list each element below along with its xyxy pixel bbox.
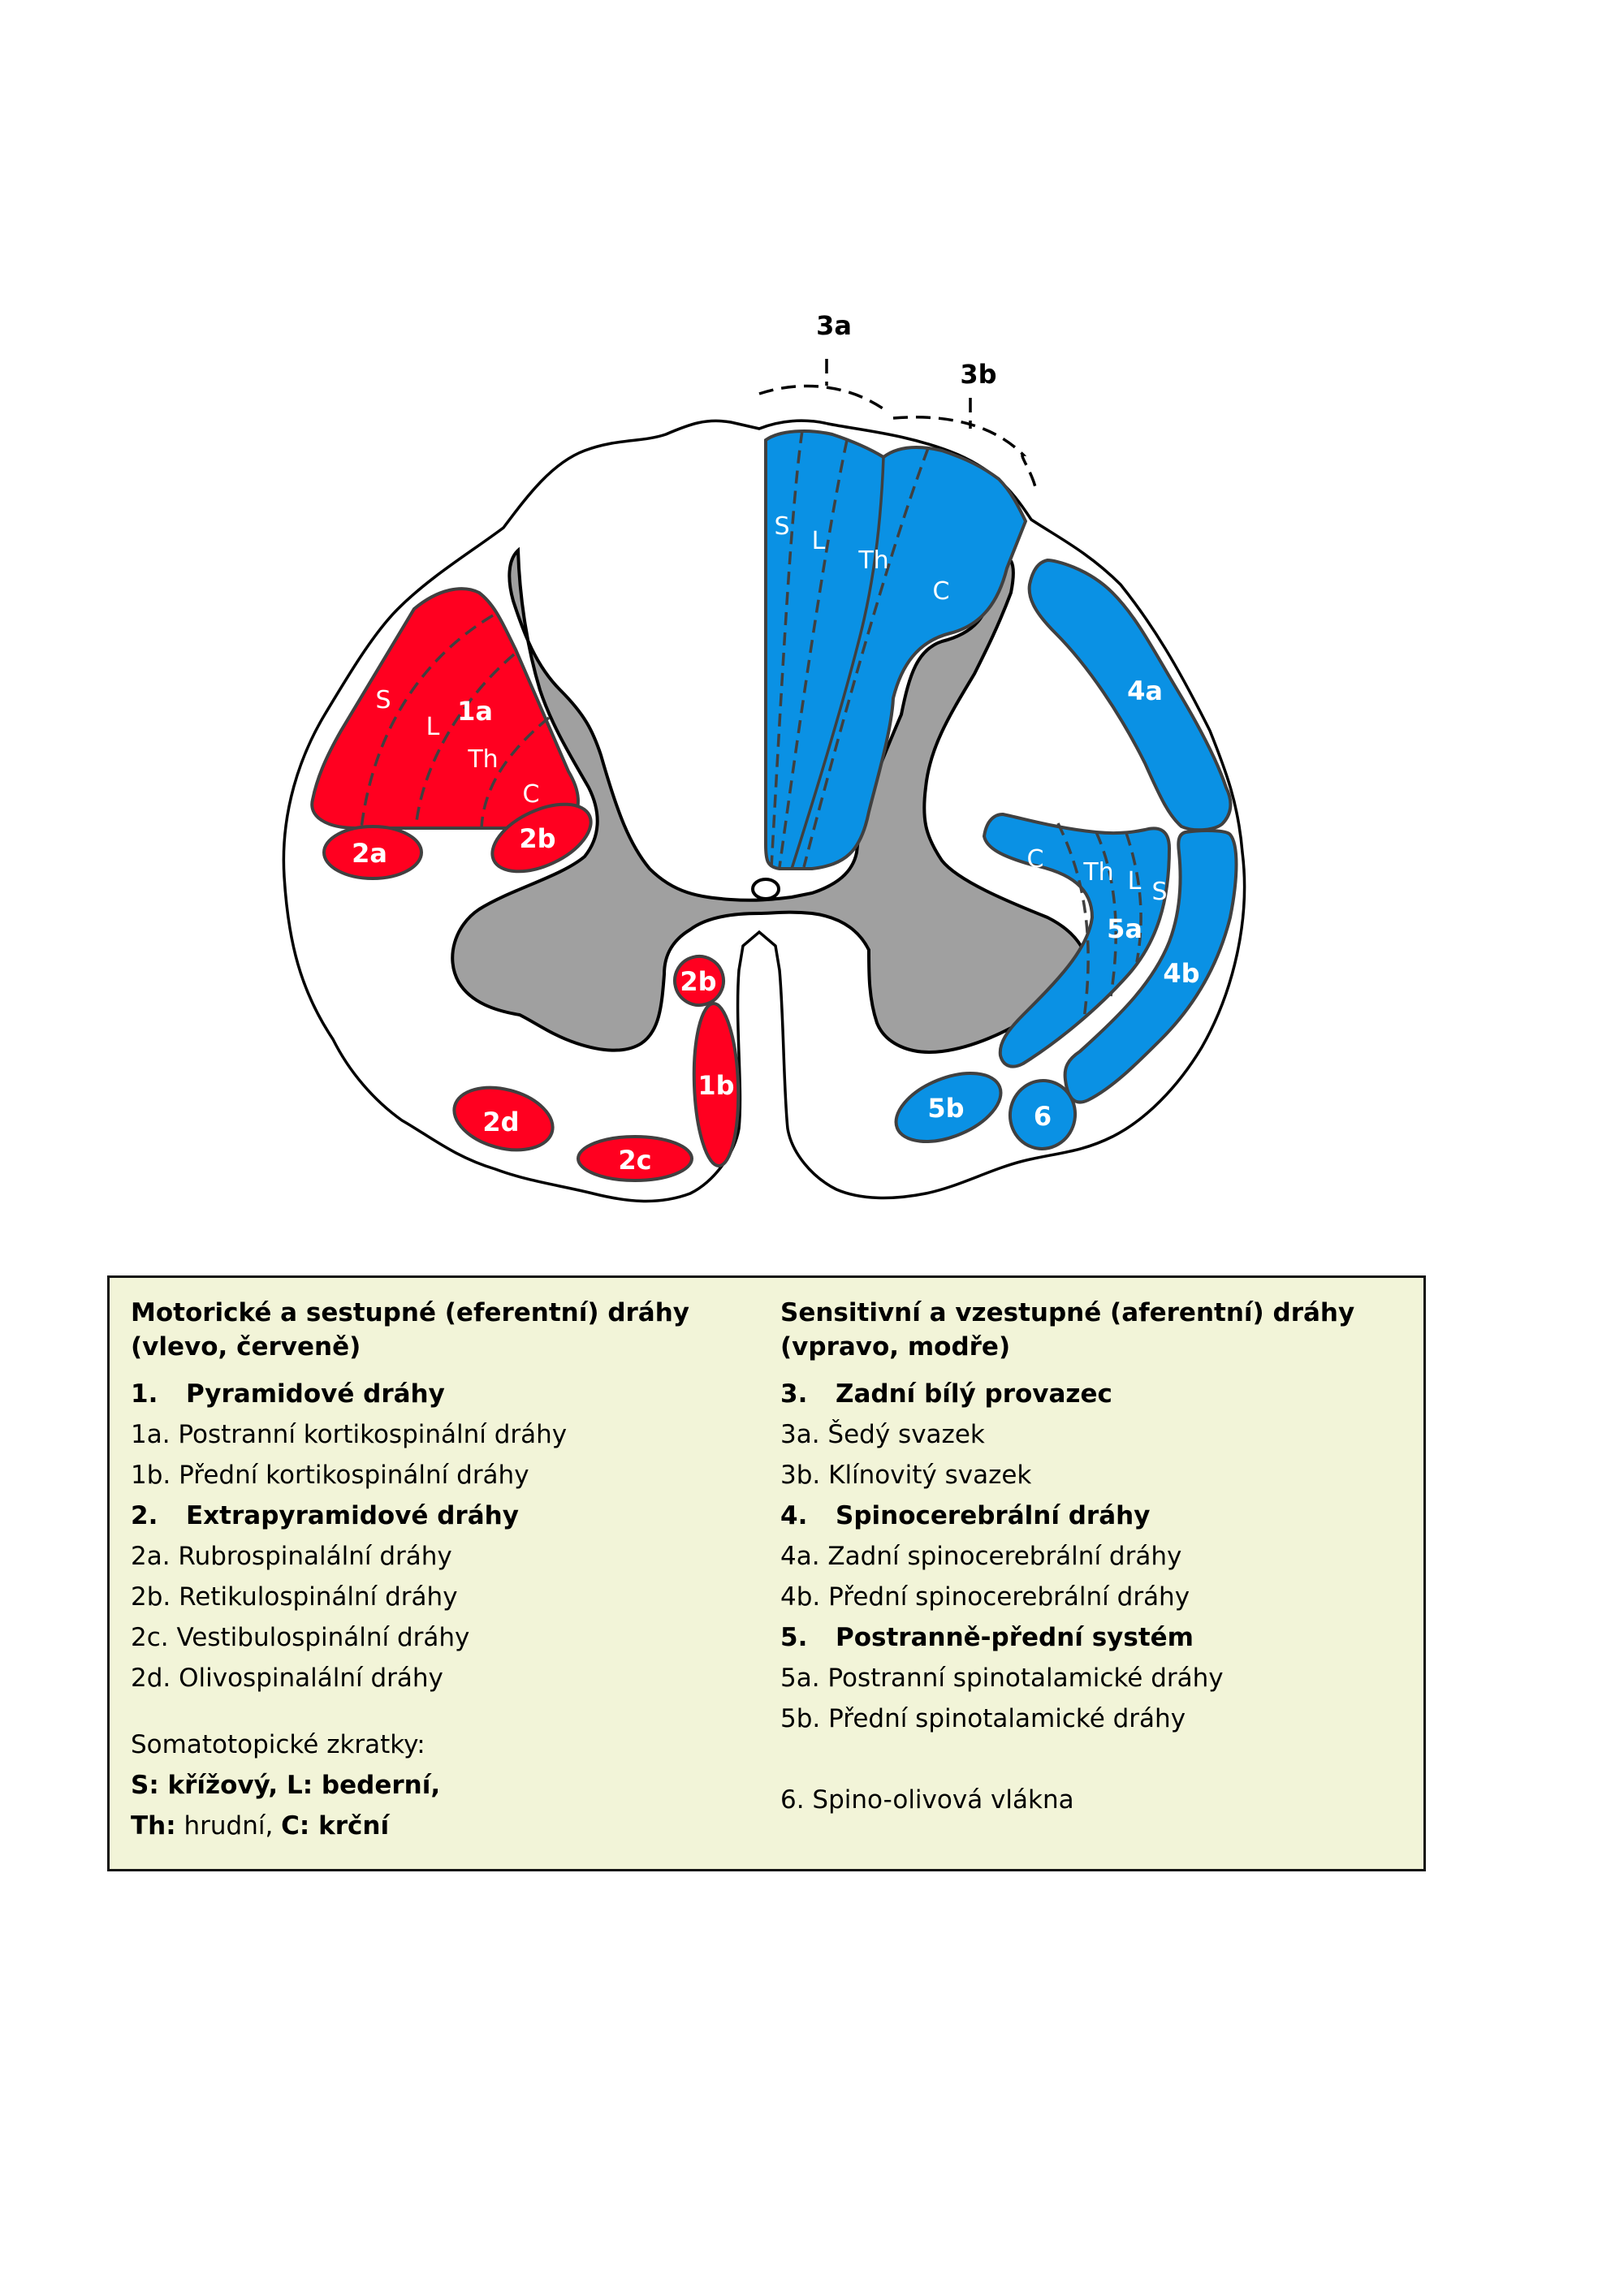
legend-motor-column: Motorické a sestupné (eferentní) dráhy (… <box>131 1296 764 1846</box>
motor-item: 2. Extrapyramidové dráhy <box>131 1495 764 1536</box>
tract-1b <box>692 1002 741 1167</box>
tract-1a-label-th: Th <box>467 745 498 774</box>
legend-abbrev-line1: S: křížový, L: bederní, <box>131 1771 441 1800</box>
spinal-cord-diagram: S L 1a Th C 2a 2b 2b 1b 2d 2c S L Th C 3… <box>282 310 1246 1203</box>
legend-motor-heading-line2: (vlevo, červeně) <box>131 1332 361 1362</box>
tract-1a-divider-l-th <box>414 653 516 829</box>
tract-2b-lateral <box>490 802 593 874</box>
tract-4a-label: 4a <box>1127 675 1163 706</box>
legend-box: Motorické a sestupné (eferentní) dráhy (… <box>107 1275 1426 1871</box>
tract-2c <box>577 1135 693 1182</box>
motor-item-text: Extrapyramidové dráhy <box>186 1501 519 1530</box>
motor-item: 2d. Olivospinalální dráhy <box>131 1664 443 1693</box>
tract-5a-divider-l-s <box>1125 832 1142 963</box>
dorsal-label-s: S <box>774 512 789 541</box>
tract-3a-divider-s-l <box>770 429 804 868</box>
sensory-item: 3b. Klínovitý svazek <box>780 1461 1032 1490</box>
sensory-item: 4. Spinocerebrální dráhy <box>780 1495 1414 1536</box>
legend-motor-heading-line1: Motorické a sestupné (eferentní) dráhy <box>131 1298 689 1327</box>
tract-1a-label: 1a <box>457 696 493 727</box>
abbrev-th-text: hrudní, <box>175 1811 282 1841</box>
abbrev-c: C: krční <box>281 1811 390 1841</box>
tract-3b-divider-th-c <box>802 447 930 868</box>
tract-2d <box>452 1085 555 1152</box>
tract-2b-medial-label: 2b <box>680 966 716 997</box>
legend-abbrev-title: Somatotopické zkratky: <box>131 1730 425 1759</box>
tract-4b-label: 4b <box>1163 958 1199 989</box>
sensory-item: 5. Postranně-přední systém <box>780 1617 1414 1658</box>
sensory-item: 5a. Postranní spinotalamické dráhy <box>780 1664 1224 1693</box>
legend-abbrev-line2: Th: hrudní, C: krční <box>131 1806 764 1846</box>
tract-5a-label-th: Th <box>1082 858 1113 887</box>
bracket-3a-label: 3a <box>816 310 852 341</box>
legend-sensory-column: Sensitivní a vzestupné (aferentní) dráhy… <box>780 1296 1414 1820</box>
tract-6-label: 6 <box>1034 1101 1052 1132</box>
bracket-3a <box>758 384 887 412</box>
dorsal-label-th: Th <box>857 546 888 575</box>
legend-sensory-items: 3. Zadní bílý provazec 3a. Šedý svazek 3b. … <box>780 1374 1414 1739</box>
motor-item-number: 2. <box>131 1501 158 1530</box>
tract-3-dorsal-column <box>764 429 1028 870</box>
tract-2b-lateral-label: 2b <box>519 823 555 854</box>
tract-1a-divider-s-l <box>360 614 494 829</box>
sensory-item: 3a. Šedý svazek <box>780 1420 985 1449</box>
tract-5a-label-s: S <box>1151 878 1167 906</box>
tract-5b-label: 5b <box>927 1093 964 1124</box>
sensory-item: 5b. Přední spinotalamické dráhy <box>780 1704 1186 1733</box>
tract-2c-label: 2c <box>618 1145 651 1176</box>
sensory-item: 4a. Zadní spinocerebrální dráhy <box>780 1542 1182 1571</box>
tract-5a-label: 5a <box>1107 913 1142 944</box>
sensory-item: 3. Zadní bílý provazec <box>780 1374 1414 1414</box>
abbrev-th: Th: <box>131 1811 176 1841</box>
motor-item-number: 1. <box>131 1379 158 1409</box>
tract-3a-3b-border <box>790 456 885 870</box>
sensory-item: 4b. Přední spinocerebrální dráhy <box>780 1582 1190 1612</box>
tract-4b <box>1063 829 1238 1104</box>
tract-5a-label-c: C <box>1027 845 1044 874</box>
motor-item: 2b. Retikulospinální dráhy <box>131 1582 458 1612</box>
legend-motor-items: 1. Pyramidové dráhy 1a. Postranní kortikos… <box>131 1374 764 1698</box>
legend-item-6: 6. Spino-olivová vlákna <box>780 1785 1074 1815</box>
tract-1a-label-l: L <box>426 713 440 741</box>
tract-3a-divider-l-th <box>778 439 849 868</box>
dorsal-label-c: C <box>933 577 950 606</box>
motor-item: 2c. Vestibulospinální dráhy <box>131 1623 470 1652</box>
motor-item-text: Pyramidové dráhy <box>186 1379 445 1409</box>
bracket-3b <box>892 416 1037 488</box>
tract-5a <box>982 812 1172 1068</box>
sensory-item-text: Zadní bílý provazec <box>836 1379 1112 1409</box>
tract-5a-label-l: L <box>1128 867 1142 896</box>
tract-5a-divider-th-l <box>1095 831 1117 997</box>
tract-2d-label: 2d <box>482 1107 519 1137</box>
motor-item: 1. Pyramidové dráhy <box>131 1374 764 1414</box>
tract-6 <box>1008 1079 1078 1150</box>
tract-2b-medial <box>673 955 725 1007</box>
tract-2a <box>322 825 423 880</box>
tract-5b <box>894 1072 1003 1143</box>
motor-item: 2a. Rubrospinalální dráhy <box>131 1542 452 1571</box>
motor-item: 1a. Postranní kortikospinální dráhy <box>131 1420 568 1449</box>
bracket-3b-label: 3b <box>960 359 996 390</box>
legend-sensory-heading-line1: Sensitivní a vzestupné (aferentní) dráhy <box>780 1298 1355 1327</box>
dorsal-label-l: L <box>812 527 826 555</box>
central-canal <box>751 878 780 900</box>
tract-2a-label: 2a <box>352 838 387 869</box>
motor-item: 1b. Přední kortikospinální dráhy <box>131 1461 529 1490</box>
sensory-item-text: Postranně-přední systém <box>836 1623 1194 1652</box>
tract-5a-divider-c-th <box>1056 822 1090 1020</box>
sensory-item-number: 4. <box>780 1501 808 1530</box>
legend-motor-heading: Motorické a sestupné (eferentní) dráhy (… <box>131 1296 764 1364</box>
legend-sensory-heading-line2: (vpravo, modře) <box>780 1332 1011 1362</box>
sensory-item-number: 5. <box>780 1623 808 1652</box>
sensory-item-number: 3. <box>780 1379 808 1409</box>
legend-sensory-heading: Sensitivní a vzestupné (aferentní) dráhy… <box>780 1296 1414 1364</box>
tract-1a-label-c: C <box>523 780 540 809</box>
tract-1a-label-s: S <box>375 686 391 714</box>
sensory-item-text: Spinocerebrální dráhy <box>836 1501 1151 1530</box>
tract-1b-label: 1b <box>698 1070 734 1101</box>
